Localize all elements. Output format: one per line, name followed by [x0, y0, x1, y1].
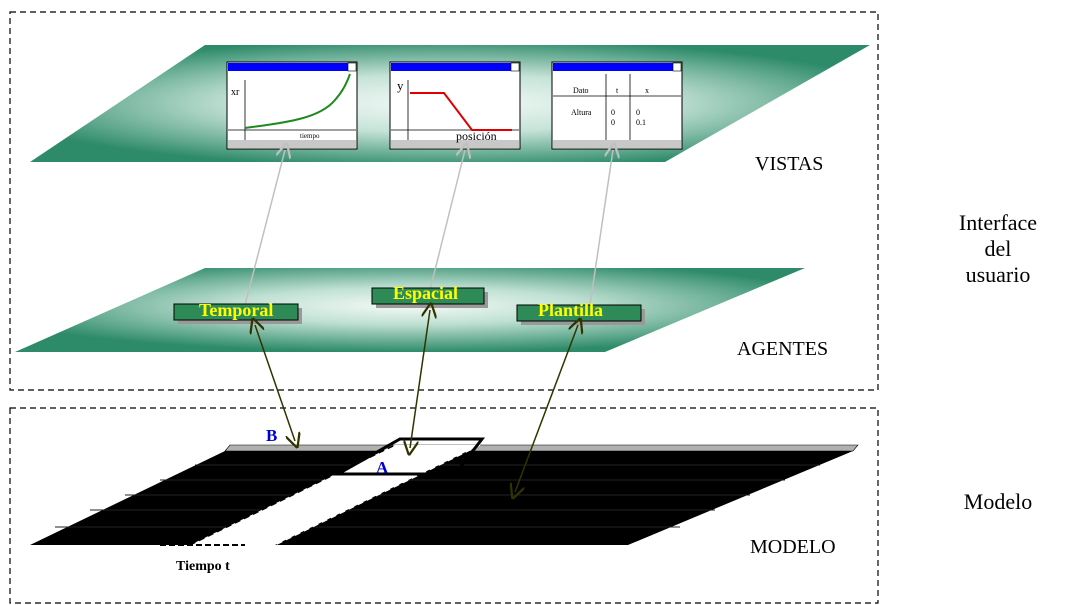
modelo-plane [30, 437, 859, 546]
agent-espacial-label: Espacial [393, 283, 458, 303]
agentes-layer-label: AGENTES [737, 338, 828, 360]
agent-temporal[interactable]: Temporal [173, 300, 302, 324]
temporal-window: xr tiempo [226, 61, 358, 150]
table-x-value-1: 0 [636, 108, 640, 117]
temporal-x-label: tiempo [300, 132, 320, 140]
interface-side-label: Interface del usuario [928, 210, 1068, 288]
modelo-side-label: Modelo [963, 489, 1033, 514]
agentes-plane [15, 268, 805, 352]
modelo-layer-label: MODELO [750, 536, 836, 558]
espacial-y-label: y [397, 78, 404, 93]
agent-plantilla-label: Plantilla [538, 300, 603, 320]
view-link-espacial [429, 150, 465, 291]
interface-label-line2: del [984, 236, 1012, 261]
model-link-espacial [410, 310, 430, 448]
view-link-temporal [244, 150, 285, 306]
table-header-t: t [616, 86, 619, 95]
temporal-curve [244, 73, 351, 129]
window-titlebar [553, 63, 673, 71]
table-x-value-2: 0.1 [636, 118, 646, 127]
time-label: Tiempo t [176, 559, 230, 574]
table-header-dato: Dato [573, 86, 589, 95]
region-a-outline [332, 437, 486, 476]
table-header-x: x [645, 86, 649, 95]
window-close-box[interactable] [672, 62, 682, 72]
table-t-value-2: 0 [611, 118, 615, 127]
plantilla-window: Dato t x Altura 0 0 0 0.1 [551, 61, 683, 150]
espacial-curve [410, 92, 512, 131]
window-close-box[interactable] [510, 62, 520, 72]
espacial-x-label: posición [456, 129, 497, 143]
window-titlebar [391, 63, 511, 71]
interface-label-line3: usuario [965, 262, 1031, 287]
agent-temporal-label: Temporal [199, 300, 273, 320]
point-a-label: A [376, 458, 389, 477]
interface-label-line1: Interface [958, 210, 1038, 235]
window-titlebar [228, 63, 348, 71]
model-frame [9, 407, 879, 604]
espacial-window: y posición [389, 61, 521, 150]
vistas-layer-label: VISTAS [755, 153, 823, 175]
interface-frame [9, 11, 879, 391]
time-slice-strip [190, 445, 480, 545]
table-row-label: Altura [571, 108, 592, 117]
table-t-value-1: 0 [611, 108, 615, 117]
point-b-label: B [266, 426, 277, 445]
model-link-plantilla [515, 325, 578, 492]
view-link-plantilla [589, 150, 613, 306]
temporal-y-label: xr [231, 87, 240, 98]
window-close-box[interactable] [347, 62, 357, 72]
model-link-temporal [255, 325, 295, 441]
